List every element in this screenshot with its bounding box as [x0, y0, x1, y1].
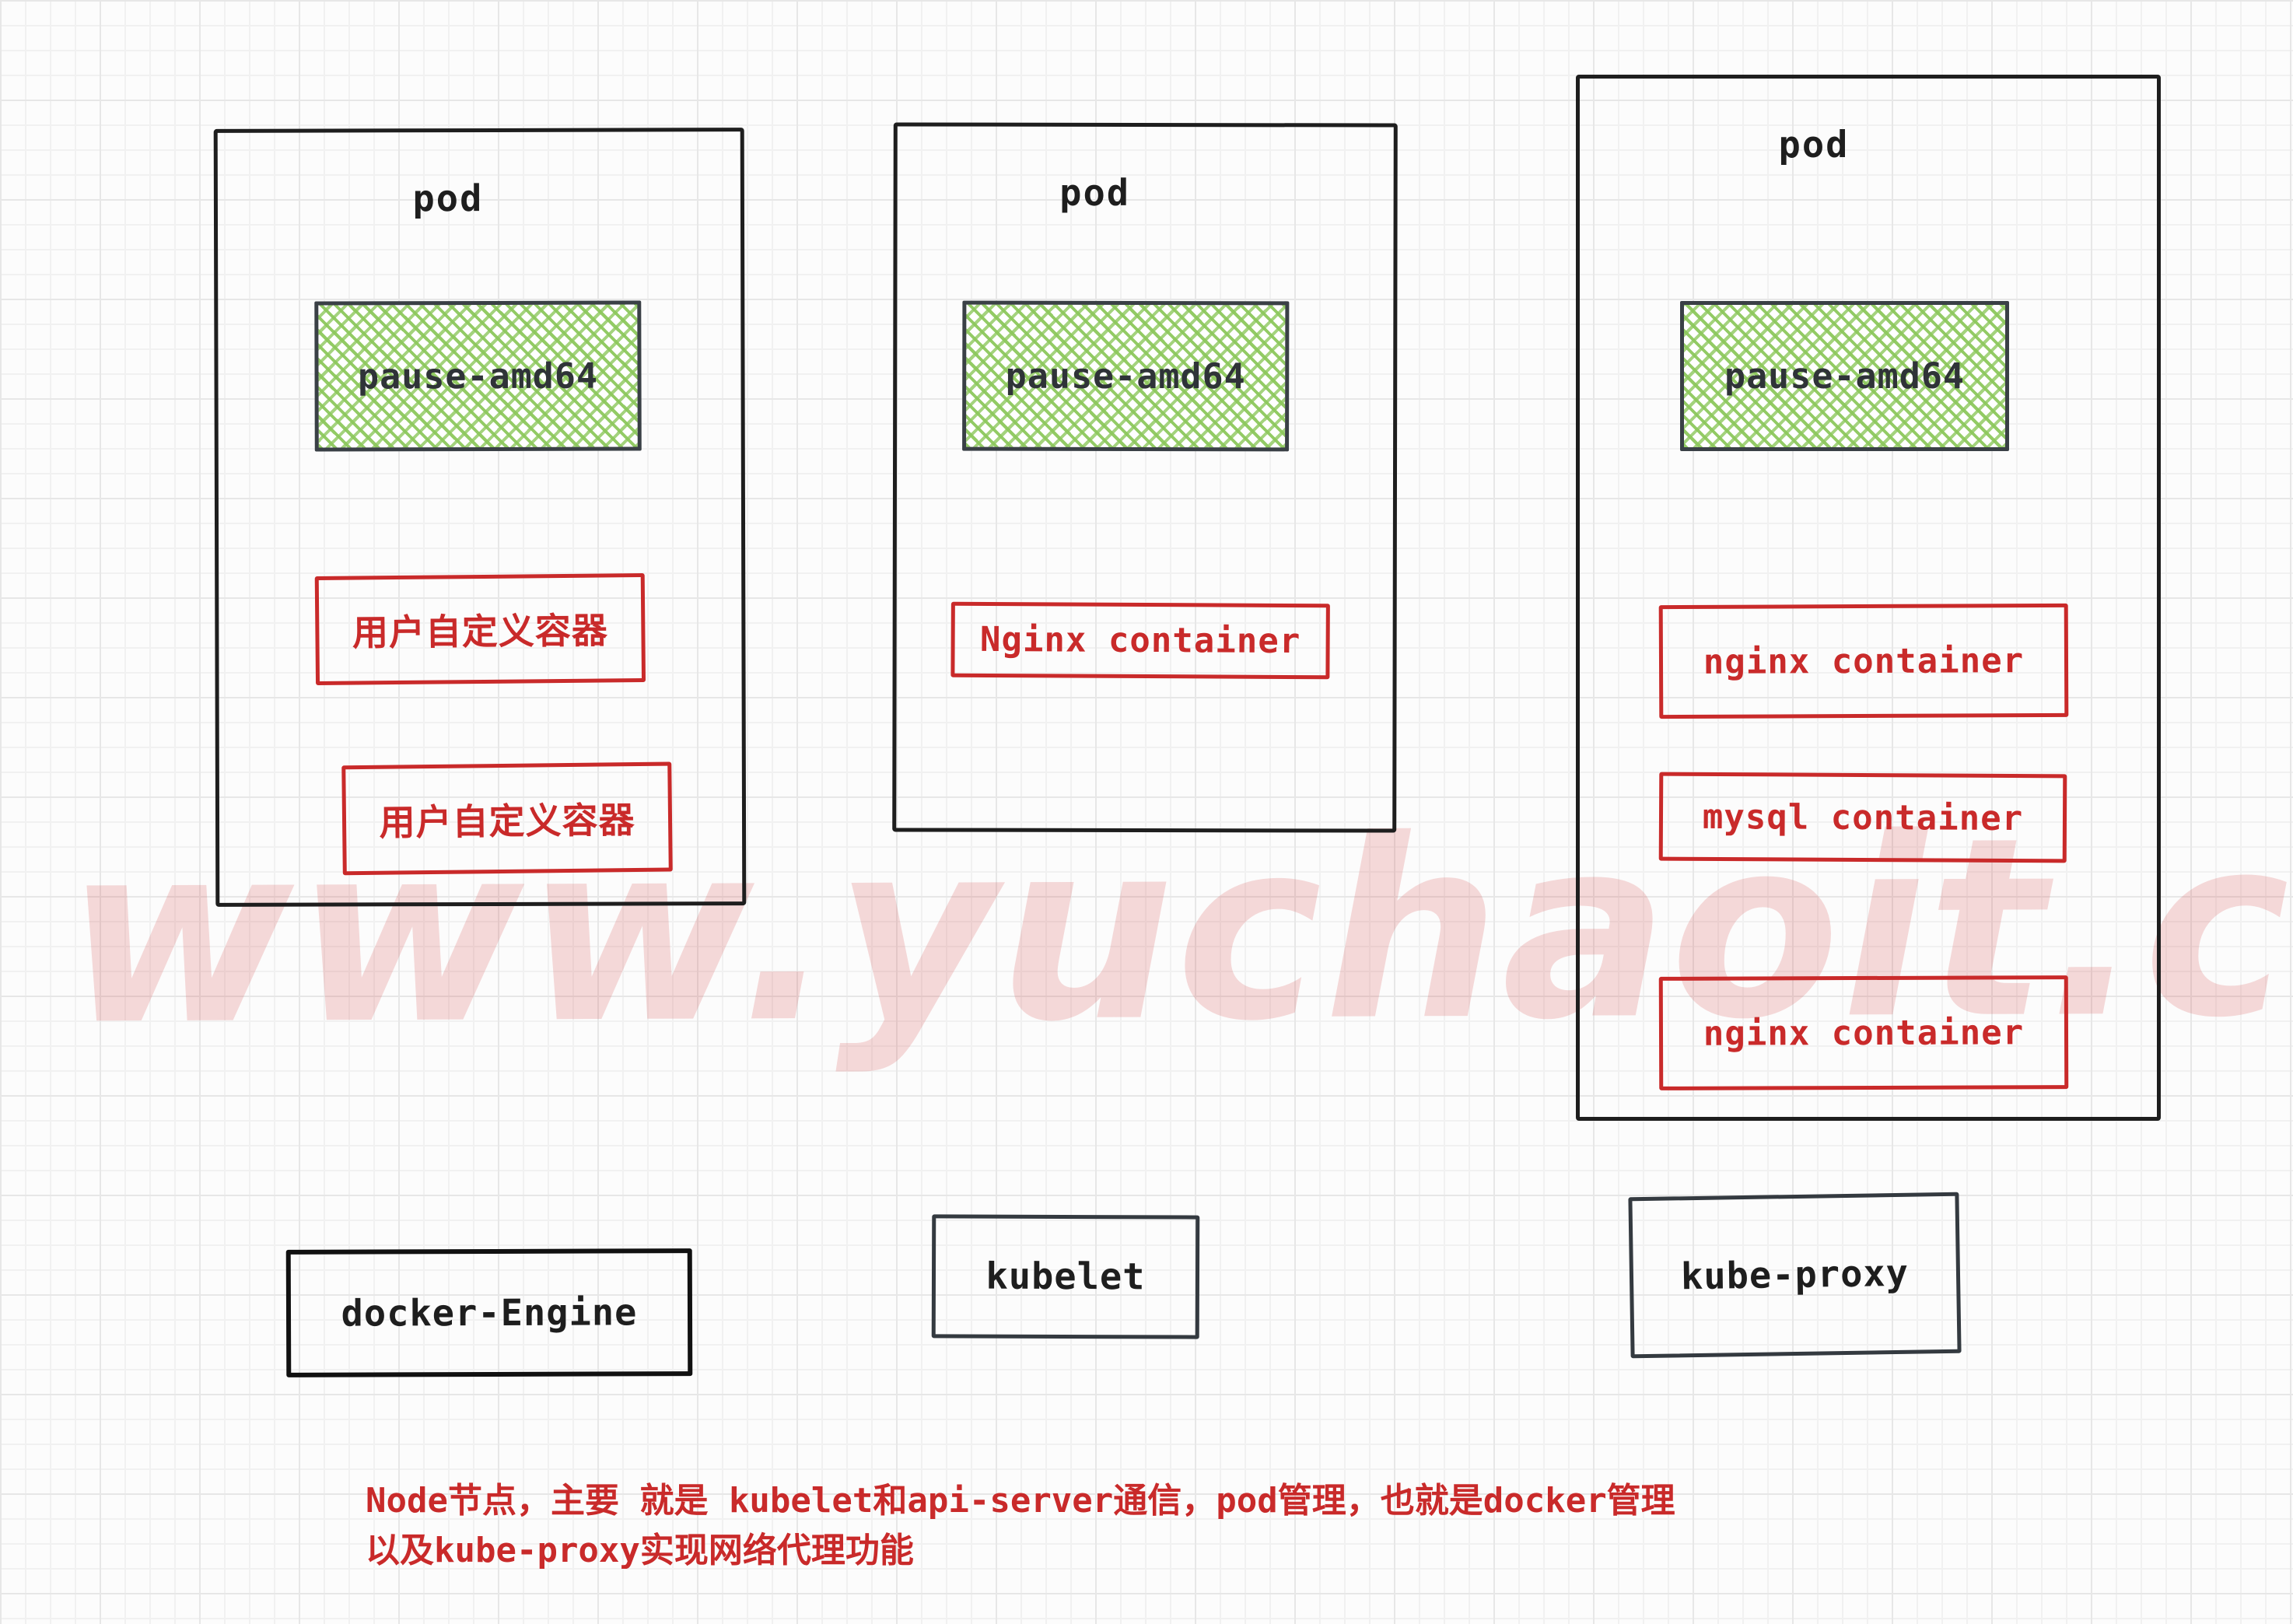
pause-container-box: pause-amd64: [314, 300, 642, 452]
pause-container-label: pause-amd64: [1005, 355, 1246, 397]
nginx-container-box-1: nginx container: [1658, 603, 2069, 719]
pod-box-2: pod pause-amd64 Nginx container: [892, 122, 1398, 833]
mysql-container-box: mysql container: [1658, 772, 2067, 863]
node-description-note: Node节点，主要 就是 kubelet和api-server通信，pod管理，…: [366, 1476, 1675, 1576]
pod-box-1: pod pause-amd64 用户自定义容器 用户自定义容器: [213, 128, 747, 907]
pause-container-label: pause-amd64: [1724, 355, 1965, 397]
pod-label: pod: [1059, 171, 1131, 215]
pause-container-box: pause-amd64: [962, 300, 1290, 452]
pod-label: pod: [1778, 124, 1850, 166]
docker-engine-box: docker-Engine: [285, 1248, 693, 1377]
pod-box-3: pod pause-amd64 nginx container mysql co…: [1576, 75, 2161, 1121]
pause-container-label: pause-amd64: [357, 355, 599, 397]
kube-proxy-box: kube-proxy: [1628, 1192, 1962, 1359]
user-container-box-1: 用户自定义容器: [314, 572, 646, 686]
nginx-container-box: Nginx container: [950, 601, 1330, 680]
note-line-1: Node节点，主要 就是 kubelet和api-server通信，pod管理，…: [366, 1481, 1675, 1521]
nginx-container-box-2: nginx container: [1658, 975, 2069, 1090]
pod-label: pod: [412, 177, 484, 221]
kubelet-box: kubelet: [931, 1214, 1200, 1339]
user-container-box-2: 用户自定义容器: [341, 761, 673, 876]
note-line-2: 以及kube-proxy实现网络代理功能: [366, 1531, 914, 1570]
pause-container-box: pause-amd64: [1680, 301, 2009, 451]
